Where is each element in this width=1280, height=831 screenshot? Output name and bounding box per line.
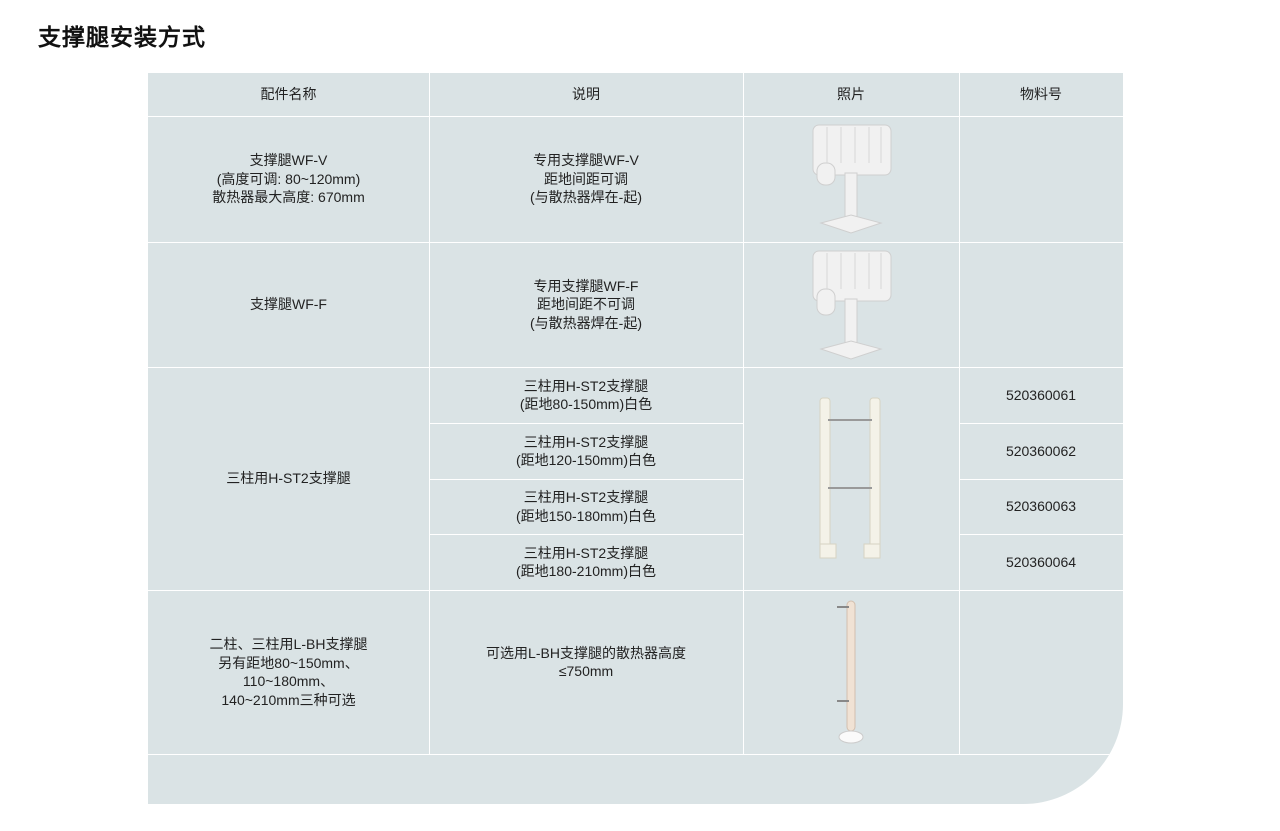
header-label: 配件名称 — [260, 86, 317, 103]
divider — [148, 116, 1123, 117]
row-desc: 专用支撑腿WF-V 距地间距可调 (与散热器焊在-起) — [429, 116, 743, 242]
row-part: 520360061 — [959, 367, 1123, 423]
divider — [148, 367, 1123, 368]
divider — [959, 423, 1123, 424]
row-desc: 三柱用H-ST2支撑腿 (距地80-150mm)白色 — [429, 367, 743, 423]
divider — [148, 590, 1123, 591]
header-desc: 说明 — [429, 73, 743, 116]
divider — [959, 73, 960, 754]
row-part: 520360064 — [959, 534, 1123, 590]
l-bh-photo — [743, 590, 959, 754]
row-name: 支撑腿WF-F — [148, 242, 429, 367]
divider — [429, 73, 430, 754]
divider — [959, 534, 1123, 535]
desc-text: 专用支撑腿WF-V 距地间距可调 (与散热器焊在-起) — [530, 152, 642, 206]
row-desc: 可选用L-BH支撑腿的散热器高度 ≤750mm — [429, 590, 743, 754]
name-text: 支撑腿WF-V (高度可调: 80~120mm) 散热器最大高度: 670mm — [212, 152, 365, 206]
row-part — [959, 116, 1123, 242]
divider — [959, 479, 1123, 480]
row-part: 520360063 — [959, 479, 1123, 534]
divider — [429, 479, 743, 480]
row-part: 520360062 — [959, 423, 1123, 479]
divider — [429, 534, 743, 535]
desc-text: 可选用L-BH支撑腿的散热器高度 ≤750mm — [486, 644, 686, 680]
desc-text: 专用支撑腿WF-F 距地间距不可调 (与散热器焊在-起) — [530, 277, 642, 331]
row-desc: 专用支撑腿WF-F 距地间距不可调 (与散热器焊在-起) — [429, 242, 743, 367]
part-number: 520360063 — [1005, 498, 1077, 515]
header-label: 照片 — [837, 86, 865, 103]
wf-f-photo — [743, 242, 959, 367]
name-text: 二柱、三柱用L-BH支撑腿 另有距地80~150mm、 110~180mm、 1… — [209, 636, 368, 708]
header-label: 物料号 — [1020, 86, 1062, 103]
divider — [743, 73, 744, 754]
wf-v-photo — [743, 116, 959, 242]
header-name: 配件名称 — [148, 73, 429, 116]
accessory-table: 配件名称 说明 照片 物料号 支撑腿WF-V (高度可调: 80~120mm) … — [148, 73, 1123, 804]
header-part: 物料号 — [959, 73, 1123, 116]
desc-text: 三柱用H-ST2支撑腿 (距地150-180mm)白色 — [515, 489, 657, 524]
name-text: 支撑腿WF-F — [250, 296, 327, 313]
part-number: 520360062 — [1005, 442, 1077, 459]
row-desc: 三柱用H-ST2支撑腿 (距地150-180mm)白色 — [429, 479, 743, 534]
desc-text: 三柱用H-ST2支撑腿 (距地80-150mm)白色 — [519, 377, 653, 413]
row-name: 支撑腿WF-V (高度可调: 80~120mm) 散热器最大高度: 670mm — [148, 116, 429, 242]
name-text: 三柱用H-ST2支撑腿 — [226, 470, 351, 487]
row-desc: 三柱用H-ST2支撑腿 (距地180-210mm)白色 — [429, 534, 743, 590]
desc-text: 三柱用H-ST2支撑腿 (距地120-150mm)白色 — [515, 433, 657, 469]
part-number: 520360064 — [1005, 553, 1077, 570]
row-part — [959, 242, 1123, 367]
desc-text: 三柱用H-ST2支撑腿 (距地180-210mm)白色 — [515, 544, 657, 580]
part-number: 520360061 — [1005, 386, 1077, 403]
header-photo: 照片 — [743, 73, 959, 116]
row-desc: 三柱用H-ST2支撑腿 (距地120-150mm)白色 — [429, 423, 743, 479]
header-label: 说明 — [572, 86, 600, 103]
row-name: 二柱、三柱用L-BH支撑腿 另有距地80~150mm、 110~180mm、 1… — [148, 590, 429, 754]
page-title: 支撑腿安装方式 — [38, 24, 206, 50]
divider — [429, 423, 743, 424]
h-st2-photo — [743, 367, 959, 590]
divider — [148, 242, 1123, 243]
divider — [148, 754, 1123, 755]
row-name: 三柱用H-ST2支撑腿 — [148, 367, 429, 590]
row-part — [959, 590, 1123, 754]
